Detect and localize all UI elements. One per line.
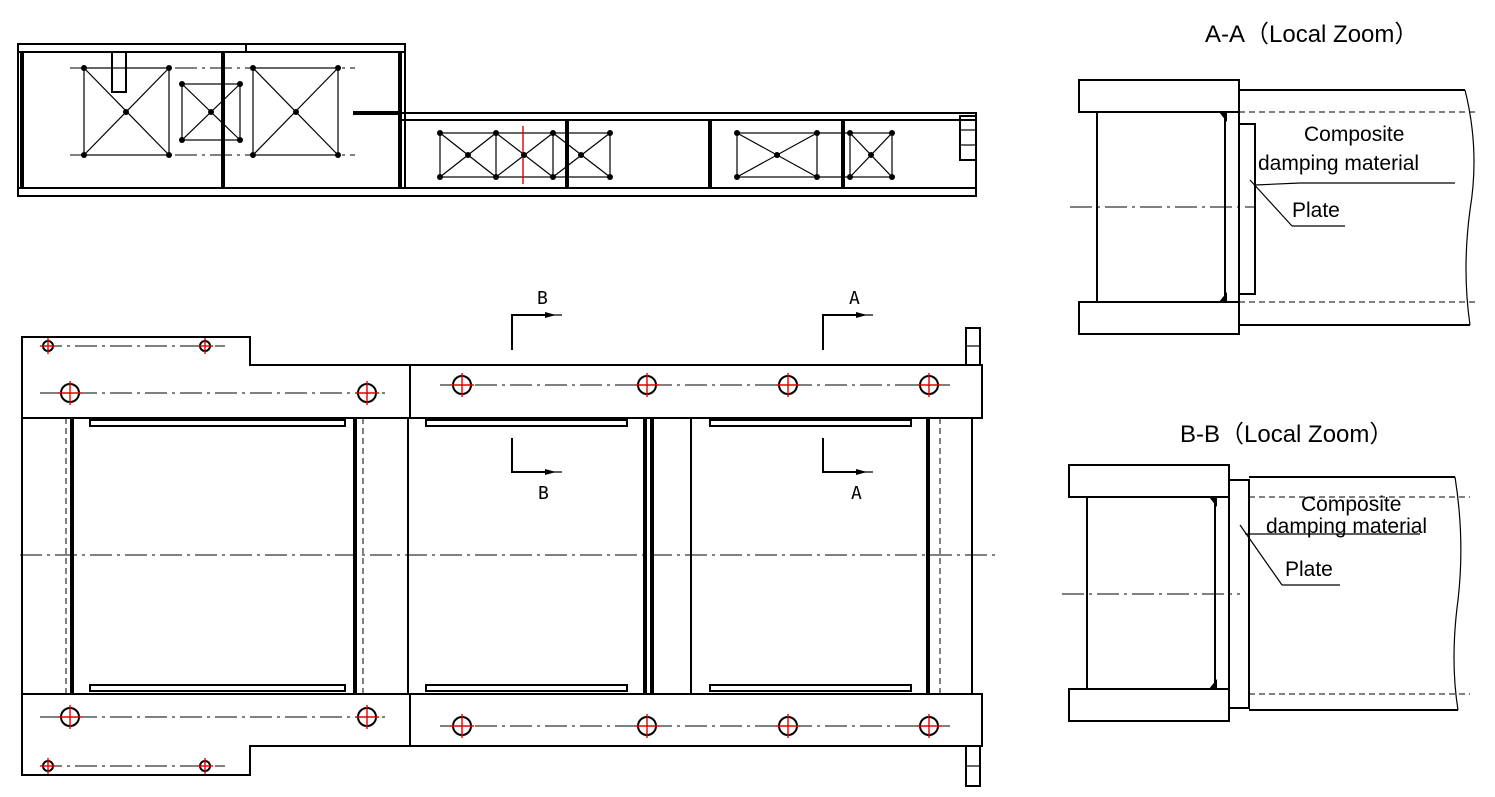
detail-aa-damping-material bbox=[1238, 123, 1256, 295]
top-view-tab bbox=[111, 51, 127, 93]
bolt bbox=[40, 338, 56, 354]
detail-aa-title: A-A（Local Zoom） bbox=[1205, 21, 1418, 48]
plate-lower-1 bbox=[89, 684, 346, 692]
plate-upper-1 bbox=[89, 419, 346, 427]
detail-aa-material-label-2: damping material bbox=[1258, 152, 1419, 175]
left-top-flange bbox=[21, 336, 411, 419]
detail-bb-lower-flange bbox=[1068, 688, 1230, 722]
plate-lower-2 bbox=[425, 684, 628, 692]
plate-upper-3 bbox=[709, 419, 912, 427]
section-mark-a-top: A bbox=[822, 288, 873, 350]
detail-bb-material-label-2: damping material bbox=[1266, 515, 1427, 538]
bolt bbox=[917, 714, 941, 738]
detail-aa-lower-flange bbox=[1078, 301, 1240, 335]
bolt bbox=[355, 381, 379, 405]
bolt bbox=[450, 373, 474, 397]
detail-aa-material-label-1: Composite bbox=[1304, 123, 1404, 146]
bolt bbox=[197, 338, 213, 354]
right-bottom-flange bbox=[409, 693, 983, 747]
bolt bbox=[58, 705, 82, 729]
bolt bbox=[40, 758, 56, 774]
right-top-flange bbox=[409, 364, 983, 419]
top-view-left-upper-frame bbox=[17, 43, 406, 53]
detail-aa: A-A（Local Zoom） Composite damping materi… bbox=[1070, 21, 1475, 335]
left-bottom-flange bbox=[21, 693, 411, 776]
plate-lower-3 bbox=[709, 684, 912, 692]
section-label-a-bottom: A bbox=[851, 483, 862, 504]
detail-bb-upper-flange bbox=[1068, 464, 1230, 498]
bolt bbox=[635, 714, 659, 738]
bolt bbox=[917, 373, 941, 397]
section-mark-b-bottom: B bbox=[511, 438, 562, 504]
bolt bbox=[355, 705, 379, 729]
top-view-nodes bbox=[81, 65, 895, 180]
top-view bbox=[17, 43, 977, 197]
detail-bb: B-B（Local Zoom） Composite damping materi… bbox=[1062, 421, 1470, 722]
top-view-base-plate bbox=[17, 187, 977, 197]
bolt bbox=[635, 373, 659, 397]
section-label-b-bottom: B bbox=[538, 483, 549, 504]
section-label-b-top: B bbox=[537, 288, 548, 309]
bolt-holes bbox=[40, 338, 941, 774]
detail-aa-plate-label: Plate bbox=[1292, 199, 1340, 222]
bolt bbox=[58, 381, 82, 405]
top-view-end-bracket bbox=[959, 115, 977, 161]
section-mark-b-top: B bbox=[511, 288, 562, 350]
bolt bbox=[450, 714, 474, 738]
section-label-a-top: A bbox=[849, 288, 860, 309]
bolt bbox=[776, 373, 800, 397]
section-mark-a-bottom: A bbox=[822, 438, 873, 504]
detail-bb-title: B-B（Local Zoom） bbox=[1180, 421, 1393, 448]
detail-bb-material-label-1: Composite bbox=[1301, 493, 1401, 516]
top-view-left-box bbox=[17, 51, 406, 189]
detail-bb-web bbox=[1214, 496, 1230, 690]
bolt bbox=[776, 714, 800, 738]
bolt bbox=[197, 758, 213, 774]
detail-aa-upper-flange bbox=[1078, 79, 1240, 113]
detail-bb-plate-label: Plate bbox=[1285, 558, 1333, 581]
plate-upper-2 bbox=[425, 419, 628, 427]
main-view: B B A A bbox=[20, 288, 1000, 787]
